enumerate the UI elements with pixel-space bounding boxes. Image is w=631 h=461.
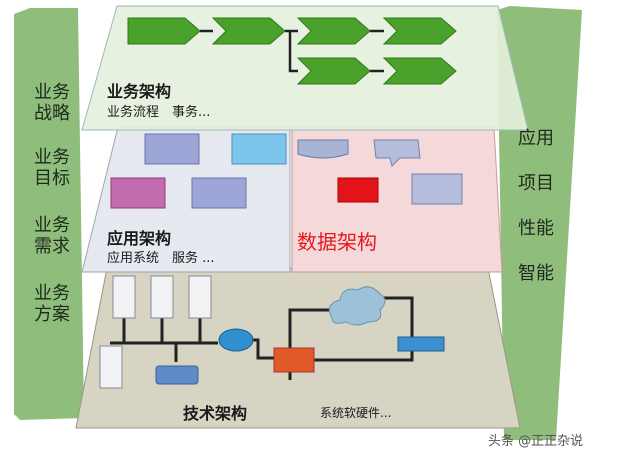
- right-pillar-item-intelligence: 智能: [518, 263, 554, 284]
- firewall-icon: [273, 347, 315, 373]
- right-pillar-item-performance: 性能: [518, 218, 554, 239]
- data-entity-icon: [337, 177, 379, 203]
- data-icons: [297, 139, 463, 205]
- left-pillar-item-requirement: 业务 需求: [34, 215, 70, 257]
- database-icon: [297, 139, 349, 159]
- right-pillar-item-project: 项目: [518, 173, 554, 194]
- server-icon: [99, 345, 123, 389]
- switch-icon: [397, 336, 445, 352]
- app-component-icon: [231, 133, 287, 165]
- server-icon: [150, 275, 174, 319]
- app-module-icon: [191, 177, 247, 209]
- document-icon: [373, 139, 421, 167]
- router-icon: [218, 328, 254, 352]
- left-pillar: [14, 8, 84, 420]
- chevron-icon: [296, 17, 371, 45]
- application-icons: [110, 133, 287, 209]
- chevron-icon: [127, 17, 201, 45]
- business-layer-subtitle: 业务流程 事务...: [107, 105, 211, 120]
- chevron-icon: [296, 57, 371, 85]
- server-icon: [112, 275, 136, 319]
- business-layer-title: 业务架构: [107, 82, 172, 101]
- application-layer-title: 应用架构: [107, 229, 172, 248]
- left-pillar-item-goal: 业务 目标: [34, 147, 70, 189]
- form-icon: [411, 173, 463, 205]
- chevron-icon: [382, 17, 457, 45]
- chevron-icon: [382, 57, 457, 85]
- server-icon: [188, 275, 212, 319]
- technology-layer-subtitle: 系统软硬件...: [320, 406, 392, 420]
- left-pillar-item-strategy: 业务 战略: [34, 82, 70, 124]
- printer-icon: [155, 365, 199, 385]
- app-component-icon: [110, 177, 166, 209]
- technology-icons: [99, 275, 445, 389]
- technology-layer-title: 技术架构: [183, 404, 248, 423]
- process-flow: [127, 17, 457, 85]
- right-pillar-item-application: 应用: [518, 128, 554, 149]
- app-module-icon: [144, 133, 200, 165]
- watermark: 头条 @正正杂说: [488, 434, 584, 449]
- left-pillar-item-solution: 业务 方案: [34, 283, 70, 325]
- cloud-icon: [328, 286, 386, 326]
- chevron-icon: [211, 17, 286, 45]
- data-layer-title: 数据架构: [297, 230, 377, 254]
- application-layer-subtitle: 应用系统 服务 ...: [107, 251, 215, 266]
